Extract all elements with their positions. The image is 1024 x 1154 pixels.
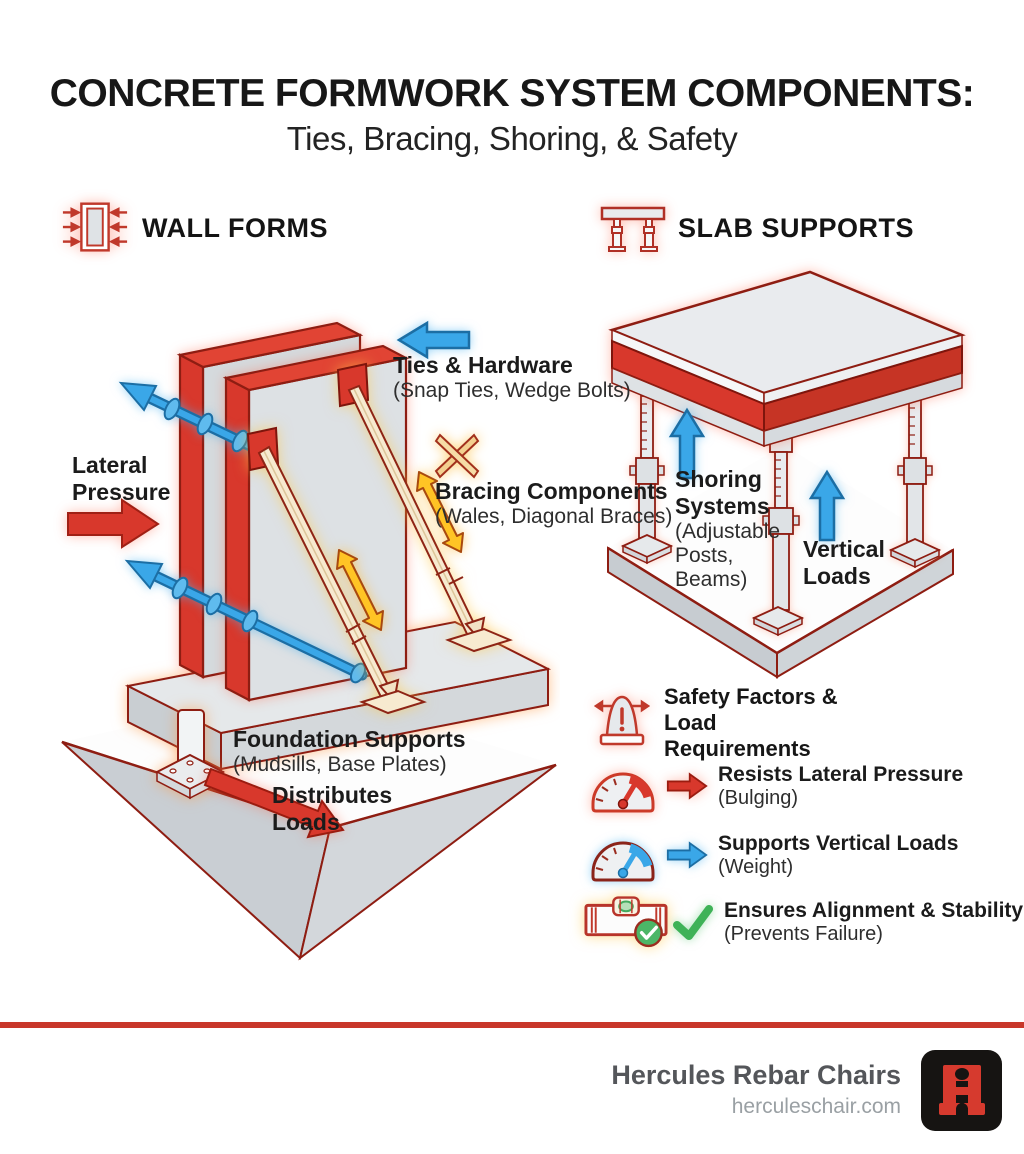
page-title: CONCRETE FORMWORK SYSTEM COMPONENTS: xyxy=(49,72,975,115)
slab-supports-heading-label: SLAB SUPPORTS xyxy=(678,212,915,243)
safety-heading: Safety Factors & Load Requirements xyxy=(594,684,869,762)
bracing-components-title: Bracing Components xyxy=(435,478,668,504)
bracing-components-sub: (Wales, Diagonal Braces) xyxy=(435,505,673,528)
hercules-logo xyxy=(921,1050,1002,1131)
shore-post-right xyxy=(888,399,942,569)
distributes-loads-arrow xyxy=(203,767,345,839)
safety-item-vertical-title: Supports Vertical Loads xyxy=(718,832,959,855)
safety-item-lateral-sub: (Bulging) xyxy=(718,787,799,809)
slab-deck xyxy=(608,270,966,448)
wall-forms-illustration xyxy=(61,320,557,961)
wall-forms-heading-label: WALL FORMS xyxy=(142,212,328,243)
foundation-supports-title: Foundation Supports xyxy=(233,726,466,752)
slab-supports-illustration xyxy=(607,270,966,679)
safety-item-alignment-text: Ensures Alignment & Stability (Prevents … xyxy=(724,898,1023,946)
ties-hardware-arrow xyxy=(396,320,471,360)
safety-item-lateral-text: Resists Lateral Pressure (Bulging) xyxy=(718,762,963,810)
lateral-pressure-label: Lateral Pressure xyxy=(72,452,171,505)
footer-text-block: Hercules Rebar Chairs herculeschair.com xyxy=(611,1060,901,1119)
footer-brand: Hercules Rebar Chairs xyxy=(611,1060,901,1090)
shoring-systems-label: Shoring Systems (Adjustable Posts, Beams… xyxy=(675,466,813,592)
page-subtitle: Ties, Bracing, Shoring, & Safety xyxy=(286,120,738,157)
gauge-blue-icon xyxy=(591,841,655,882)
bracing-double-arrow-lower xyxy=(336,549,384,631)
tie-rod-upper xyxy=(118,381,271,459)
lateral-pressure-arrow xyxy=(67,498,160,549)
safety-item-vertical-text: Supports Vertical Loads (Weight) xyxy=(718,831,958,879)
bracing-components-label: Bracing Components (Wales, Diagonal Brac… xyxy=(435,478,672,529)
diagonal-brace-right xyxy=(336,362,513,653)
safety-item-alignment: Ensures Alignment & Stability (Prevents … xyxy=(584,893,1023,951)
vertical-loads-label: Vertical Loads xyxy=(803,536,885,589)
safety-item-alignment-title: Ensures Alignment & Stability xyxy=(724,899,1024,922)
safety-item-vertical-sub: (Weight) xyxy=(718,856,794,878)
ties-hardware-label: Ties & Hardware (Snap Ties, Wedge Bolts) xyxy=(393,352,631,403)
shoring-systems-sub: (Adjustable Posts, Beams) xyxy=(675,520,781,591)
slab-table-icon xyxy=(600,206,666,252)
footer-divider xyxy=(0,1022,1024,1028)
tie-rod-lower xyxy=(124,559,368,684)
red-right-arrow-icon xyxy=(666,772,708,800)
shoring-systems-title: Shoring Systems xyxy=(675,466,770,519)
gauge-red-icon xyxy=(591,772,655,813)
safety-item-lateral-title: Resists Lateral Pressure xyxy=(718,763,964,786)
ties-hardware-sub: (Snap Ties, Wedge Bolts) xyxy=(393,379,631,402)
ties-hardware-title: Ties & Hardware xyxy=(393,352,573,378)
bracing-double-arrow-upper xyxy=(416,471,464,553)
green-check-icon xyxy=(673,905,713,940)
safety-heading-label: Safety Factors & Load Requirements xyxy=(664,684,838,761)
safety-item-vertical: Supports Vertical Loads (Weight) xyxy=(588,824,958,886)
vertical-loads-arrow xyxy=(808,469,846,542)
shoring-systems-arrow xyxy=(668,407,706,480)
diagonal-brace-left xyxy=(246,426,427,715)
wall-forms-heading: WALL FORMS xyxy=(60,200,328,256)
distributes-loads-label: Distributes Loads xyxy=(272,782,393,835)
slab-supports-heading: SLAB SUPPORTS xyxy=(600,202,914,254)
crossed-braces-icon xyxy=(434,433,480,479)
footer-website: herculeschair.com xyxy=(731,1095,901,1118)
level-check-icon xyxy=(584,896,668,948)
blue-right-arrow-icon xyxy=(666,841,708,869)
safety-item-lateral: Resists Lateral Pressure (Bulging) xyxy=(588,755,963,817)
wall-pressure-icon xyxy=(62,202,128,252)
foundation-supports-label: Foundation Supports (Mudsills, Base Plat… xyxy=(233,726,466,777)
safety-item-alignment-sub: (Prevents Failure) xyxy=(724,923,883,945)
load-cone-icon xyxy=(594,695,650,746)
foundation-supports-sub: (Mudsills, Base Plates) xyxy=(233,753,447,776)
hercules-h-icon xyxy=(938,1064,985,1115)
shore-post-left xyxy=(620,395,674,565)
